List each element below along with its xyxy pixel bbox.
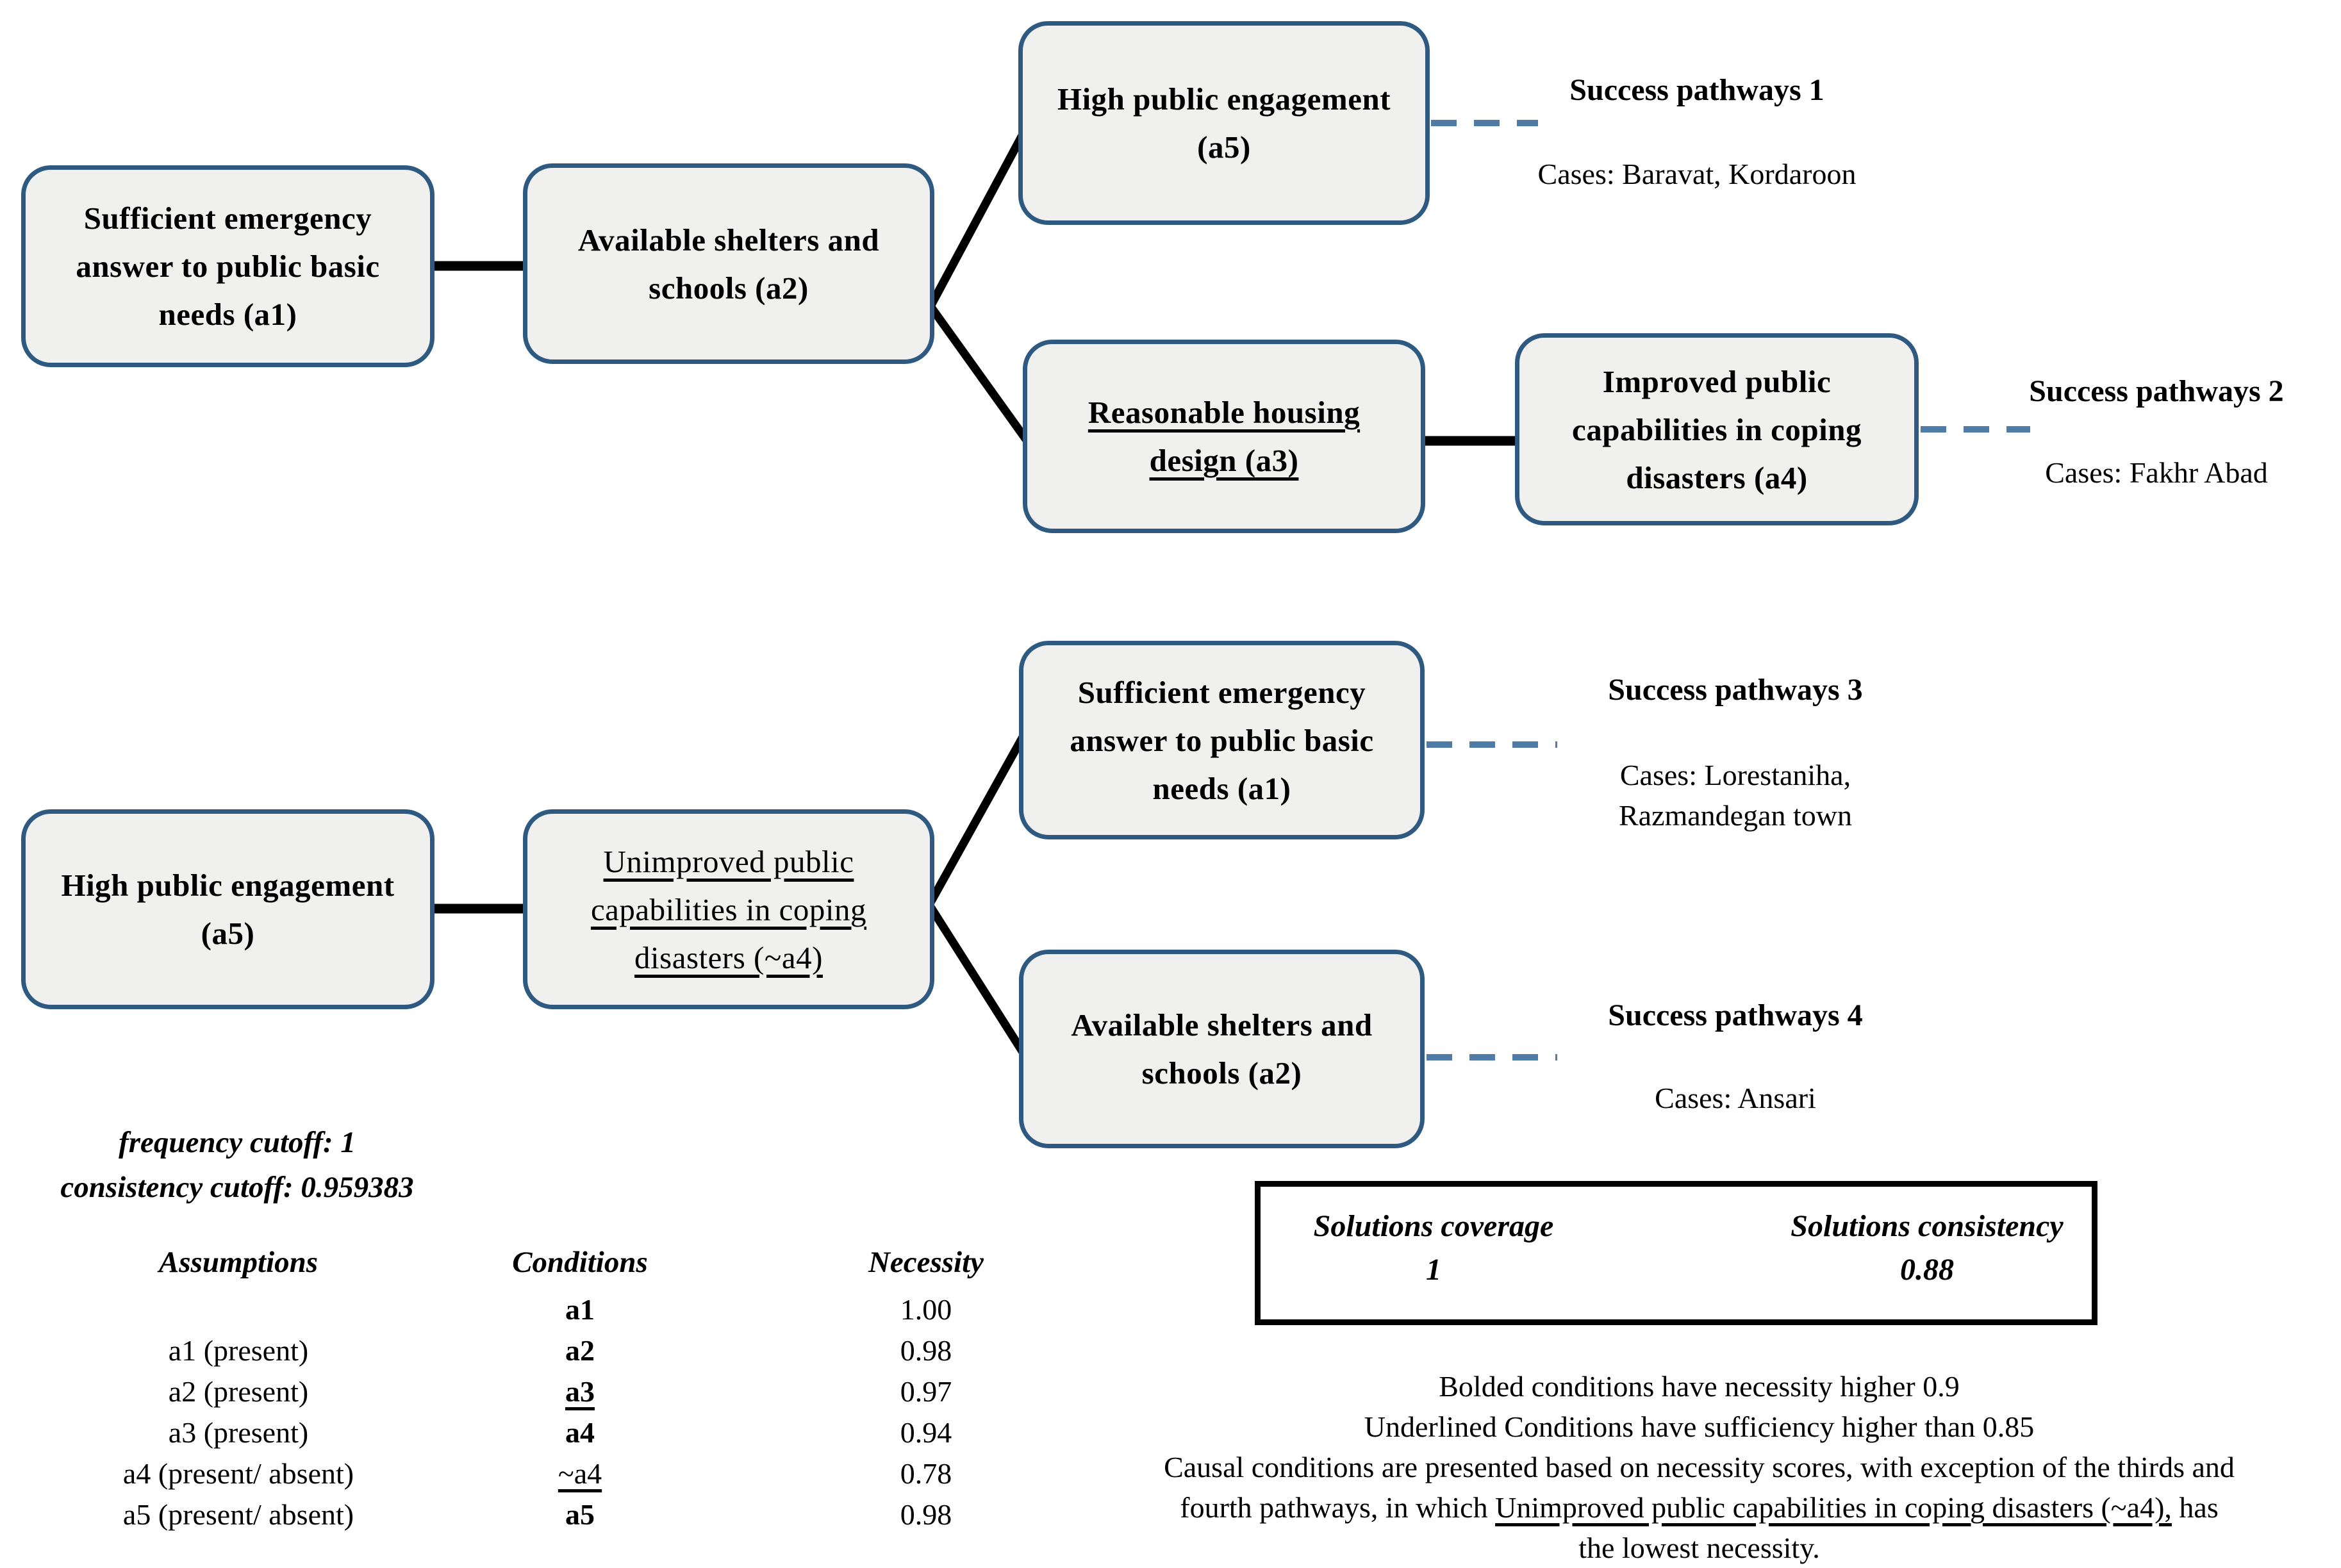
consistency-cutoff: consistency cutoff: 0.959383 (60, 1171, 414, 1204)
node-a5-top: High public engagement (a5) (1018, 21, 1430, 225)
note-causal-line3: the lowest necessity. (1578, 1531, 1820, 1564)
node-label-line: Improved public (1602, 363, 1832, 399)
node-label-line: answer to public basic (76, 249, 380, 284)
condition-cell: a5 (565, 1498, 595, 1531)
table-header-conditions: Conditions (512, 1246, 648, 1279)
pathway3-cases-line1: Cases: Lorestaniha, (1619, 759, 1851, 791)
necessity-cell: 0.98 (900, 1498, 952, 1531)
necessity-cell: 0.98 (900, 1334, 952, 1367)
node-label-line: answer to public basic (1070, 722, 1374, 758)
table-column-conditions: a1 a2 a3 a4 ~a4 a5 (452, 1289, 708, 1535)
necessity-cell: 0.78 (900, 1457, 952, 1490)
node-a5-bottom: High public engagement (a5) (21, 809, 434, 1009)
node-label-line: Unimproved public (603, 843, 854, 879)
table-header-necessity: Necessity (868, 1246, 984, 1279)
node-label-line: Sufficient emergency (1077, 674, 1366, 710)
node-label-line: High public engagement (1057, 81, 1391, 117)
solutions-coverage: Solutions coverage 1 (1261, 1207, 1607, 1289)
legend-notes: Bolded conditions have necessity higher … (1057, 1366, 2341, 1568)
note-causal-post: has (2171, 1491, 2219, 1524)
condition-cell: ~a4 (558, 1457, 602, 1490)
table-header-assumptions: Assumptions (158, 1246, 318, 1279)
node-label-line: Available shelters and (1071, 1007, 1373, 1043)
branch-nota4-a2 (925, 902, 1027, 1055)
node-label-line: disasters (~a4) (634, 939, 823, 975)
cutoff-annotations: frequency cutoff: 1 consistency cutoff: … (19, 1120, 455, 1210)
node-label-line: schools (a2) (1141, 1055, 1302, 1091)
necessity-cell: 0.97 (900, 1375, 952, 1408)
assumption-cell: a1 (present) (168, 1334, 309, 1367)
condition-cell: a2 (565, 1334, 595, 1367)
node-a1-top: Sufficient emergency answer to public ba… (21, 165, 434, 367)
node-a2-bottom: Available shelters and schools (a2) (1019, 950, 1425, 1148)
branch-a2-a3 (927, 304, 1032, 445)
node-label-line: disasters (a4) (1626, 459, 1808, 495)
pathway3-cases: Cases: Lorestaniha, Razmandegan town (1495, 755, 1976, 836)
note-causal-underlined-phrase: Unimproved public capabilities in coping… (1495, 1491, 2172, 1524)
pathway3-cases-line2: Razmandegan town (1618, 799, 1853, 832)
table-column-necessity: 1.00 0.98 0.97 0.94 0.78 0.98 (798, 1289, 1054, 1535)
solutions-coverage-label: Solutions coverage (1313, 1209, 1554, 1243)
assumption-cell: a2 (present) (168, 1375, 309, 1408)
node-a1-bottom: Sufficient emergency answer to public ba… (1019, 641, 1425, 839)
solutions-consistency-value: 0.88 (1900, 1253, 1954, 1287)
assumption-cell: a5 (present/ absent) (122, 1498, 354, 1531)
frequency-cutoff: frequency cutoff: 1 (119, 1126, 356, 1159)
note-underlined: Underlined Conditions have sufficiency h… (1364, 1410, 2035, 1443)
assumption-cell: a4 (present/ absent) (122, 1457, 354, 1490)
node-label-line: Sufficient emergency (83, 201, 372, 236)
node-label-line: capabilities in coping (1571, 411, 1862, 447)
branch-a2-a5 (927, 127, 1029, 309)
node-label-line: needs (a1) (158, 297, 297, 332)
node-label-line: schools (a2) (649, 270, 809, 306)
note-causal-line1: Causal conditions are presented based on… (1164, 1451, 2235, 1483)
node-label-line: Reasonable housing (1088, 395, 1361, 430)
node-not-a4: Unimproved public capabilities in coping… (523, 809, 934, 1009)
node-label-line: needs (a1) (1152, 770, 1291, 806)
necessity-cell: 1.00 (900, 1293, 952, 1326)
pathway1-title: Success pathways 1 (1569, 73, 1824, 107)
solutions-coverage-value: 1 (1426, 1253, 1441, 1287)
solutions-consistency: Solutions consistency 0.88 (1754, 1207, 2100, 1289)
solutions-consistency-label: Solutions consistency (1791, 1209, 2064, 1243)
node-label-line: High public engagement (61, 868, 395, 903)
node-label-line: design (a3) (1149, 443, 1299, 478)
condition-cell: a3 (565, 1375, 595, 1408)
pathway2-title: Success pathways 2 (2029, 374, 2284, 408)
pathway3-title: Success pathways 3 (1608, 673, 1863, 707)
branch-nota4-a1 (925, 734, 1027, 907)
note-causal-line2: fourth pathways, in which Unimproved pub… (1057, 1487, 2341, 1528)
condition-cell: a1 (565, 1293, 595, 1326)
node-label-line: Available shelters and (577, 222, 880, 258)
pathway2-cases: Cases: Fakhr Abad (2045, 456, 2268, 489)
note-causal-pre: fourth pathways, in which (1180, 1491, 1496, 1524)
node-a3: Reasonable housing design (a3) (1023, 340, 1425, 533)
solutions-summary-box: Solutions coverage 1 Solutions consisten… (1255, 1181, 2097, 1325)
necessity-cell: 0.94 (900, 1416, 952, 1449)
node-a4: Improved public capabilities in coping d… (1515, 333, 1919, 525)
node-label-line: capabilities in coping (590, 891, 867, 927)
table-column-assumptions: a1 (present) a2 (present) a3 (present) a… (46, 1330, 431, 1535)
node-label-line: (a5) (1197, 129, 1251, 165)
pathway4-title: Success pathways 4 (1608, 998, 1863, 1032)
condition-cell: a4 (565, 1416, 595, 1449)
assumption-cell: a3 (present) (168, 1416, 309, 1449)
pathway4-cases: Cases: Ansari (1655, 1082, 1816, 1114)
note-bolded: Bolded conditions have necessity higher … (1439, 1370, 1960, 1403)
node-label-line: (a5) (201, 916, 255, 951)
node-a2-top: Available shelters and schools (a2) (523, 163, 934, 364)
pathway1-cases: Cases: Baravat, Kordaroon (1537, 158, 1857, 190)
